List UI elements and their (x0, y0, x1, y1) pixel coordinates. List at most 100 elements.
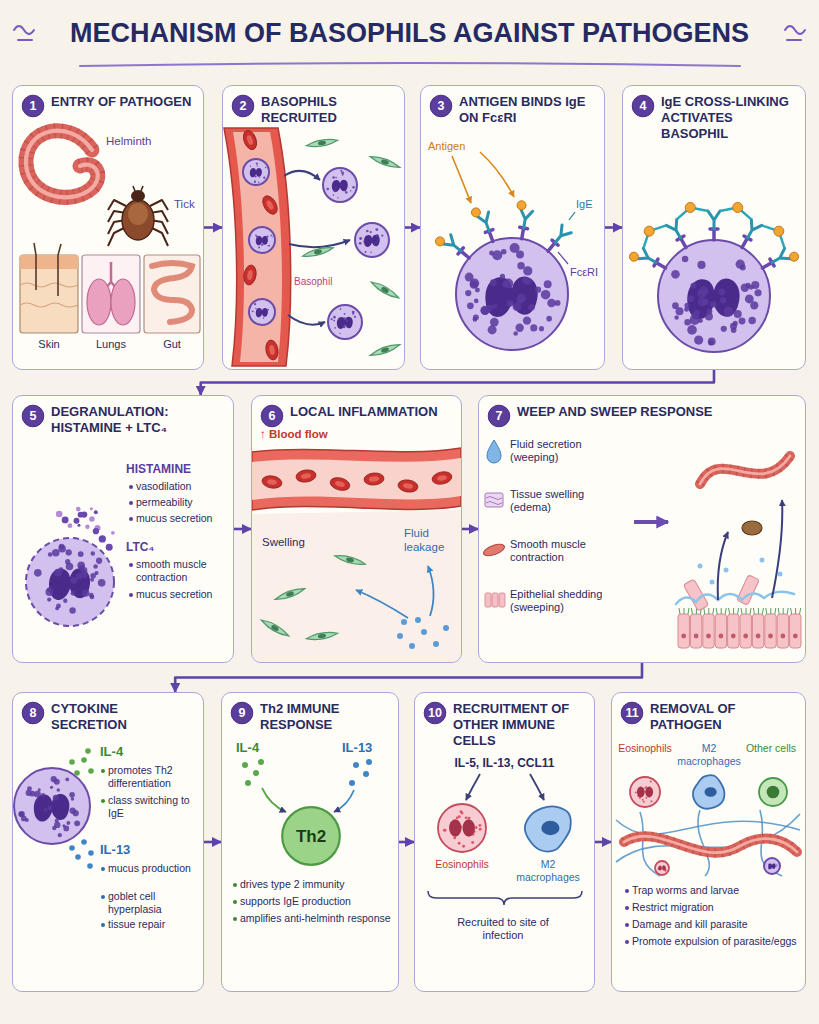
bullet-item: Promote expulsion of parasite/eggs (624, 935, 800, 948)
circle-outline (430, 95, 452, 117)
panel-ground (611, 692, 806, 992)
granule (272, 236, 273, 237)
granule (528, 304, 535, 311)
granule (82, 589, 90, 597)
granule (79, 565, 85, 571)
granule (376, 235, 379, 238)
cell-label: Eosinophils (420, 858, 504, 871)
basophil-cell (328, 305, 362, 339)
granule (479, 828, 482, 831)
step-number-badge: 11 (620, 701, 644, 725)
cytokine-name: IL-4 (100, 744, 160, 760)
il13-particle (87, 863, 93, 869)
mucus-flow (676, 592, 794, 604)
fibroblast-nucleus (318, 140, 327, 146)
granule (381, 234, 383, 236)
red-blood-cell (431, 470, 453, 486)
step-number-badge: 5 (21, 404, 45, 428)
granule (523, 316, 531, 324)
red-blood-cell (364, 472, 385, 486)
step-panel: REMOVAL OF PATHOGEN11 (611, 692, 806, 992)
cytokine-name: IL-4 (236, 740, 276, 756)
cytokine-list: IL-5, IL-13, CCL11 (422, 756, 587, 771)
il4-particle (253, 770, 259, 776)
fluid-drop (415, 617, 421, 623)
granule (335, 186, 337, 188)
granule (376, 234, 379, 237)
cell-membrane (355, 223, 389, 257)
bilobed-nucleus (364, 235, 380, 247)
epithelial-cell (765, 614, 776, 648)
granule (19, 811, 25, 817)
cytokine-name: IL-13 (100, 842, 160, 858)
gut-box (144, 255, 200, 333)
granule (513, 331, 518, 336)
granule (444, 829, 447, 832)
granule (34, 791, 41, 798)
granule (674, 315, 678, 319)
nucleus-lobe (462, 819, 474, 836)
released-granule (62, 516, 69, 523)
fluid-splash (724, 568, 729, 573)
granule (259, 177, 260, 178)
granule (376, 242, 378, 244)
rbc-body (397, 479, 418, 494)
granule (352, 186, 354, 188)
step-number-badge: 6 (260, 404, 284, 428)
cross-link (762, 225, 785, 248)
cell-membrane (456, 238, 568, 350)
granule (78, 551, 84, 557)
released-granule (106, 544, 113, 551)
cell-membrane (759, 778, 787, 806)
granule (474, 299, 479, 304)
rbc-body (431, 470, 453, 486)
granule (266, 235, 268, 237)
granule (733, 321, 738, 326)
granule (507, 300, 514, 307)
bullet-item: Restrict migration (624, 901, 800, 914)
fibroblast-body (370, 279, 401, 300)
cross-link (643, 225, 666, 248)
bullet-item: supports IgE production (232, 895, 392, 908)
granule (258, 310, 259, 311)
granule (256, 235, 258, 237)
granule (768, 868, 769, 869)
granule (535, 287, 541, 293)
bullet-dot (129, 501, 133, 505)
granule (65, 777, 69, 781)
fibroblast (302, 245, 334, 259)
lung-lobe (111, 279, 135, 325)
fibroblast-body (369, 154, 401, 171)
granule (55, 819, 59, 823)
granule (333, 320, 335, 322)
released-granule (78, 512, 84, 518)
granule (334, 190, 336, 192)
nucleus (541, 821, 559, 835)
cell-name: Th2 (296, 828, 326, 845)
released-granule (89, 516, 94, 521)
bullet-text: mucus production (108, 862, 191, 874)
blood-vessel (224, 128, 291, 366)
vessel-lumen (252, 458, 461, 500)
epithelial-cell (703, 614, 714, 648)
granule (76, 573, 82, 579)
step-title: BASOPHILS RECRUITED (261, 94, 396, 126)
step-number-badge: 4 (631, 94, 655, 118)
granule (52, 826, 56, 830)
granule (41, 793, 45, 797)
epithelial-nucleus (681, 634, 686, 639)
il4-particle (245, 780, 251, 786)
granule (90, 578, 94, 582)
epithelial-cell (728, 614, 739, 648)
granule (366, 230, 369, 233)
fluid-splash (778, 572, 783, 577)
bullet-dot (101, 923, 105, 927)
granule (684, 303, 690, 309)
cytokine-name: IL-13 (342, 740, 388, 756)
granule (252, 310, 254, 312)
il13-particle (353, 762, 359, 768)
released-granule (56, 511, 63, 518)
cilia (741, 608, 751, 614)
granule (539, 326, 544, 331)
response-item: Fluid secretion (weeping) (510, 438, 628, 465)
